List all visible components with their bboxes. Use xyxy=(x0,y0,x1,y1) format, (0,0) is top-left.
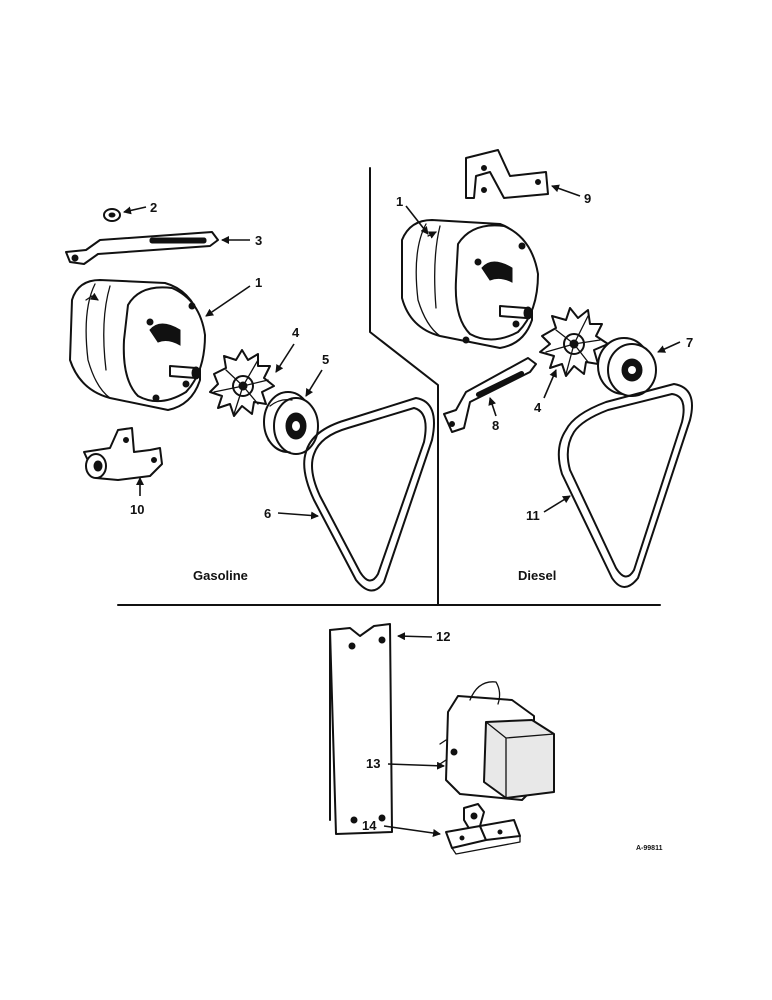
part-14-connector xyxy=(445,803,521,855)
callouts-gasoline: 2 3 1 4 5 10 6 xyxy=(123,200,329,521)
drawing-code: A-99811 xyxy=(636,845,663,852)
part-5-pulley xyxy=(263,391,319,455)
caption-gasoline: Gasoline xyxy=(193,568,248,583)
callout-1: 1 xyxy=(255,275,262,290)
part-1-alternator-diesel xyxy=(401,219,539,349)
callout-1-diesel: 1 xyxy=(396,194,403,209)
part-10-bracket xyxy=(83,427,163,481)
part-8-strap xyxy=(443,357,537,433)
callout-5: 5 xyxy=(322,352,329,367)
part-1-alternator-gasoline xyxy=(69,279,206,411)
callout-3: 3 xyxy=(255,233,262,248)
callout-12: 12 xyxy=(436,629,450,644)
part-4-fan-gasoline xyxy=(209,349,275,417)
part-12-plate xyxy=(329,623,393,835)
part-2-washer xyxy=(103,208,121,222)
callout-14: 14 xyxy=(362,818,377,833)
part-7-pulley xyxy=(597,337,657,397)
callout-2: 2 xyxy=(150,200,157,215)
part-6-belt-gasoline xyxy=(303,397,435,592)
part-9-bracket xyxy=(465,149,549,199)
callouts-diesel: 9 1 7 4 8 11 xyxy=(396,184,693,523)
part-4-fan-diesel xyxy=(539,307,609,377)
callout-7: 7 xyxy=(686,335,693,350)
callout-13: 13 xyxy=(366,756,380,771)
callouts-lower: 12 13 14 xyxy=(362,629,450,837)
callout-4: 4 xyxy=(292,325,300,340)
part-3-strap xyxy=(65,231,219,265)
callout-4-diesel: 4 xyxy=(534,400,542,415)
callout-8: 8 xyxy=(492,418,499,433)
callout-6: 6 xyxy=(264,506,271,521)
callout-11: 11 xyxy=(526,508,540,523)
caption-diesel: Diesel xyxy=(518,568,556,583)
part-11-belt-diesel xyxy=(557,383,693,588)
part-13-regulator xyxy=(439,681,555,801)
callout-9: 9 xyxy=(584,191,591,206)
section-dividers xyxy=(117,167,661,606)
callout-10: 10 xyxy=(130,502,144,517)
